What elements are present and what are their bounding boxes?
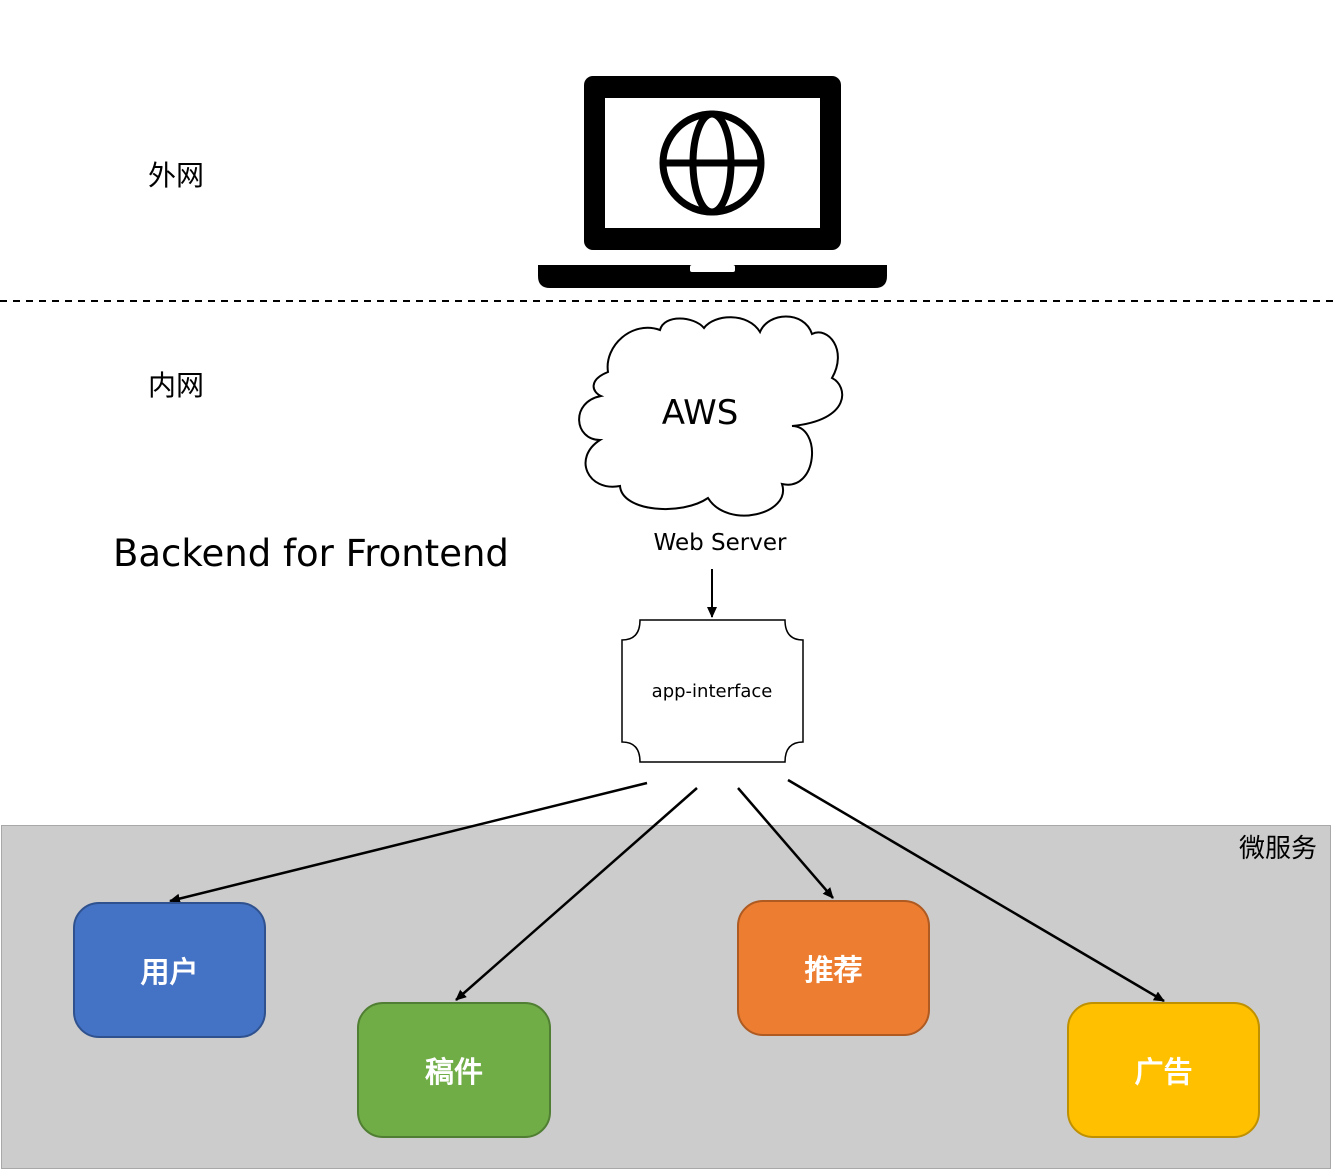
service-ads-label: 广告 [1134, 1055, 1193, 1089]
arrow-gateway-to-user [169, 781, 648, 904]
internal-network-label: 内网 [148, 369, 205, 402]
aws-label: AWS [661, 393, 739, 433]
diagram-title: Backend for Frontend [113, 532, 509, 575]
service-manuscript-label: 稿件 [424, 1055, 483, 1089]
cloud-icon [578, 315, 844, 517]
microservices-label: 微服务 [1238, 834, 1317, 864]
gateway-shape [621, 619, 804, 763]
service-user-label: 用户 [140, 955, 199, 989]
service-ads-box[interactable]: 广告 [1067, 1002, 1260, 1138]
web-server-label: Web Server [653, 530, 787, 556]
arrow-gateway-to-recommend [737, 787, 834, 899]
service-recommend-label: 推荐 [804, 953, 863, 987]
service-recommend-box[interactable]: 推荐 [737, 900, 930, 1036]
service-manuscript-box[interactable]: 稿件 [357, 1002, 551, 1138]
arrow-gateway-to-ads [787, 778, 1165, 1003]
globe-icon [659, 110, 765, 216]
external-network-label: 外网 [148, 159, 205, 192]
gateway-label: app-interface [651, 681, 773, 702]
service-user-box[interactable]: 用户 [73, 902, 266, 1038]
laptop-globe-icon [538, 76, 887, 288]
arrow-gateway-to-manuscript [455, 787, 698, 1001]
